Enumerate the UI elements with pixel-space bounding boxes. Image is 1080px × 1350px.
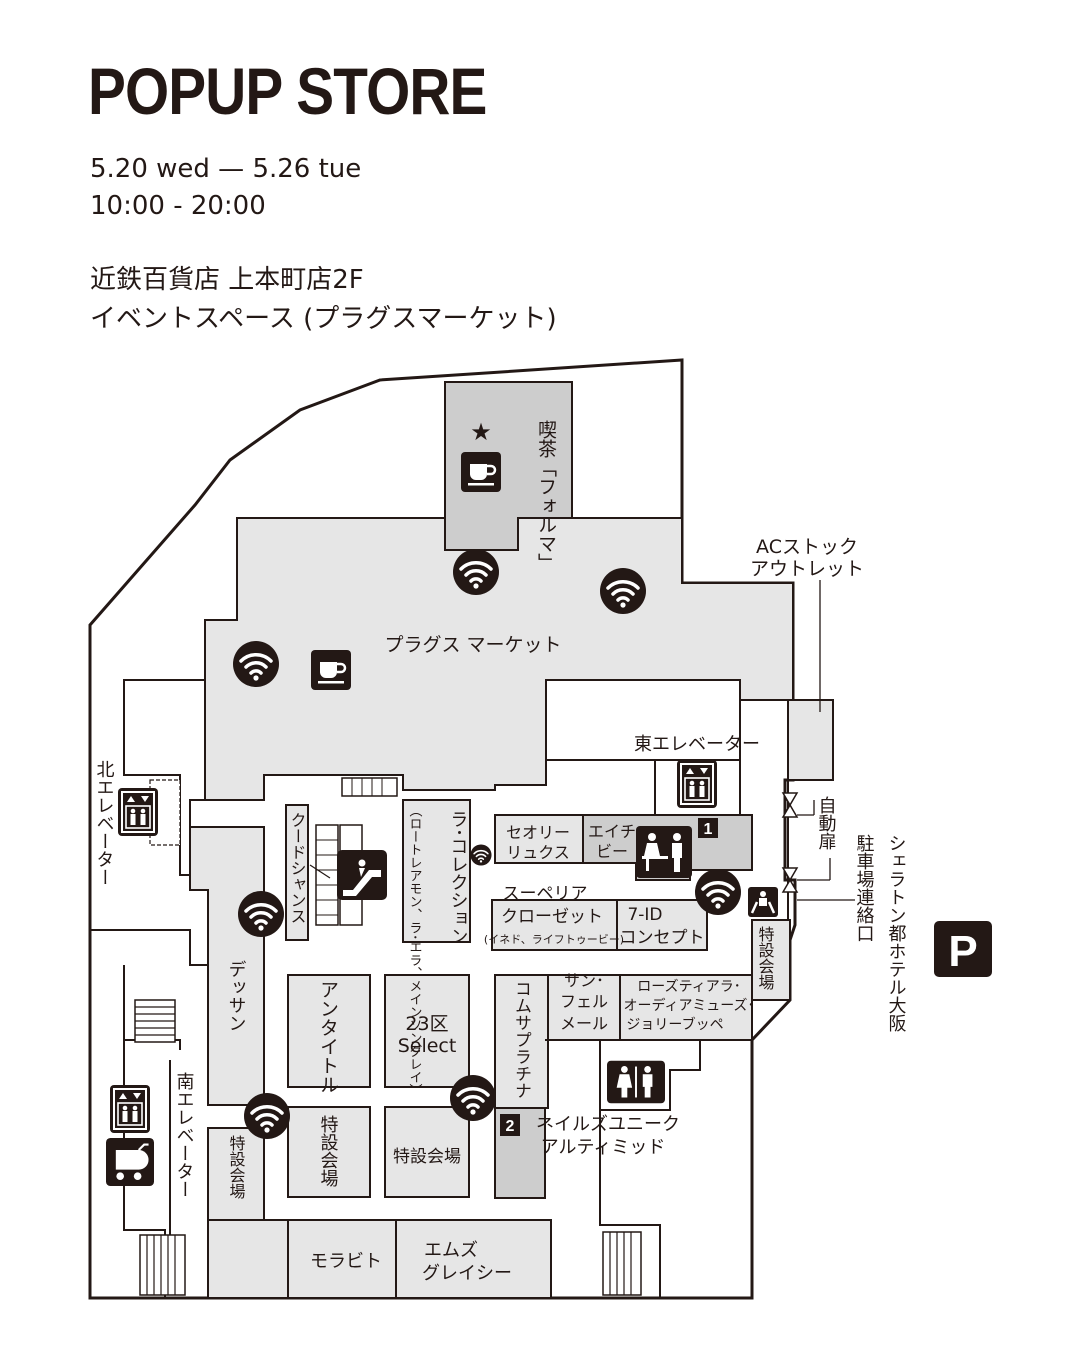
tokusetsu-right-area (751, 919, 791, 1001)
superior-closet-area (491, 899, 618, 951)
label-untitled: アンタイトル (317, 980, 339, 1094)
label-kissa-forma: 喫茶「フォルマ」 (535, 420, 557, 572)
ac-stock-area (787, 699, 834, 781)
label-concept: コンセプト (620, 928, 705, 948)
parking-icon (934, 921, 992, 977)
label-mer: メール (560, 1014, 608, 1033)
venue-space: イベントスペース (プラグスマーケット) (90, 304, 557, 334)
label-seori: セオリー (506, 823, 570, 842)
label-gracy: グレイシー (422, 1263, 512, 1284)
escalator-icon (337, 850, 387, 900)
label-tokusetsu-right: 特設会場 (756, 926, 775, 991)
label-audiamuse: オーディアミューズ･ (623, 997, 754, 1014)
label-ms: エムズ (424, 1240, 478, 1261)
label-tokusetsu-left: 特設会場 (227, 1135, 246, 1200)
label-tokusetsu-a: 特設会場 (318, 1115, 339, 1188)
label-fel: フェル (560, 992, 608, 1011)
tokusetsu-b-area (384, 1106, 470, 1198)
event-dates: 5.20 wed — 5.26 tue (90, 154, 362, 184)
elevator-icon (677, 760, 717, 808)
label-auto-door: 自動扉 (816, 796, 837, 850)
wifi-icon (452, 548, 500, 596)
wifi-icon (232, 640, 280, 688)
san-fel-mer-area (547, 974, 621, 1041)
event-hours: 10:00 - 20:00 (90, 191, 266, 221)
label-morabito: モラビト (310, 1251, 382, 1272)
morabito-area (287, 1219, 397, 1299)
elevator-icon (108, 1085, 152, 1133)
label-tokusetsu-b: 特設会場 (393, 1147, 461, 1167)
restroom-icon (607, 1060, 665, 1104)
wifi-icon (243, 1092, 291, 1140)
label-rose-tiara: ローズティアラ･ (637, 979, 740, 995)
page-title: POPUP STORE (88, 54, 487, 128)
label-eichi: エイチ (588, 822, 636, 841)
wifi-icon (694, 868, 742, 916)
wifi-icon (449, 1074, 497, 1122)
rose-tiara-area (619, 974, 753, 1041)
label-east-elevator: 東エレベーター (634, 734, 760, 755)
ku23-area (384, 974, 470, 1088)
marker-2: 2 (506, 1118, 515, 1135)
label-sheraton: シェラトン都ホテル大阪 (886, 834, 907, 1032)
label-ultimid: アルティミッド (541, 1137, 666, 1158)
label-san: サン･ (564, 971, 604, 990)
dessin-area (189, 826, 265, 1106)
venue-name: 近鉄百貨店 上本町店2F (90, 265, 364, 295)
label-north-elevator: 北エレベーター (94, 760, 115, 886)
wifi-icon (237, 890, 285, 938)
cafe-icon (461, 452, 501, 492)
label-jolie-poupee: ジョリーブッペ (626, 1016, 723, 1033)
wifi-icon (470, 844, 492, 866)
marker-1: 1 (704, 821, 713, 838)
star-icon: ★ (470, 418, 492, 446)
label-luxe: リュクス (506, 843, 570, 862)
label-ra-collection: ラ･コレクション (448, 810, 469, 945)
seven-id-area (616, 899, 708, 951)
label-dessin: デッサン (226, 960, 247, 1032)
label-ra-collection-brands: （ロートレアモン、ラ･エラ、メインソングレイ） (407, 804, 423, 1097)
label-7id: 7-ID (627, 905, 662, 925)
door-icon (748, 887, 778, 917)
elevator-icon (118, 788, 158, 836)
parking-label: P (948, 927, 977, 976)
cafe-icon (311, 650, 351, 690)
ra-collection-area (402, 799, 471, 943)
label-23ku: 23区 (405, 1013, 448, 1035)
label-superior-brands: (イネド、ライフトゥービー) (484, 933, 624, 946)
ms-gracy-area (395, 1219, 552, 1299)
information-counter-icon (636, 826, 692, 878)
wifi-icon (599, 567, 647, 615)
comme-platina-area (494, 974, 549, 1109)
label-parking-link: 駐車場連絡口 (854, 834, 875, 942)
untitled-area (287, 974, 371, 1088)
label-closet: クローゼット (501, 907, 603, 927)
label-ac-stock: ACストック (756, 536, 858, 558)
label-comme-platina: コムサプラチナ (511, 980, 531, 1099)
code-chance-area (285, 804, 309, 941)
tokusetsu-a-area (287, 1106, 371, 1198)
stroller-icon (106, 1138, 154, 1186)
label-ac-outlet: アウトレット (750, 558, 864, 580)
label-south-elevator: 南エレベーター (174, 1072, 195, 1198)
label-plugs-market: プラグス マーケット (384, 634, 561, 656)
kissa-forma-area (444, 381, 573, 551)
label-b: ビー (596, 842, 628, 861)
label-select: Select (398, 1035, 457, 1057)
label-code-chance: クードシャンス (288, 812, 307, 924)
label-nails-unique: ネイルズユニーク (536, 1114, 680, 1135)
label-superior: スーペリア (503, 884, 588, 904)
